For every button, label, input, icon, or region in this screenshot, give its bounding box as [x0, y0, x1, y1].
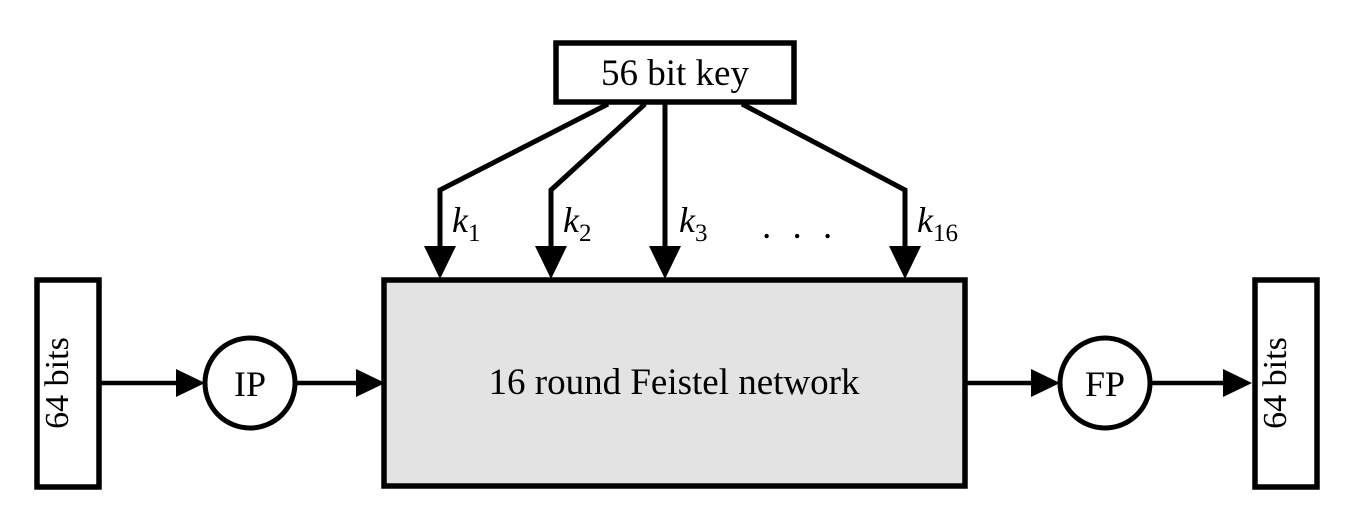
connector-arrowhead-feistel-fp	[1031, 369, 1060, 397]
round-key-label-16: k16	[917, 200, 958, 247]
input-box-group: 64 bits	[34, 277, 102, 490]
round-key-line-2	[548, 102, 647, 258]
connector-arrowhead-ip-feistel	[356, 369, 385, 397]
connector-feistel-to-fp	[965, 369, 1060, 397]
round-key-arrowhead-16	[889, 246, 921, 279]
round-key-base-1: k	[452, 200, 469, 240]
round-key-base-16: k	[917, 200, 934, 240]
round-key-label-1: k1	[452, 200, 480, 247]
round-key-subscript-3: 3	[695, 220, 708, 247]
connector-ip-to-feistel	[295, 369, 385, 397]
round-key-line-1	[437, 101, 610, 258]
round-key-base-2: k	[563, 200, 580, 240]
round-key-lines	[437, 101, 908, 258]
ip-node-group: IP	[202, 335, 298, 431]
round-key-line-16	[740, 101, 908, 258]
key-box-label: 56 bit key	[601, 53, 749, 94]
input-box	[34, 277, 102, 490]
round-key-base-3: k	[679, 200, 696, 240]
round-key-label-3: k3	[679, 200, 707, 247]
fp-node-label: FP	[1085, 364, 1125, 404]
round-key-arrowhead-1	[424, 246, 456, 279]
key-box-group: 56 bit key	[553, 40, 797, 105]
connector-fp-to-output	[1150, 369, 1252, 397]
output-box	[1252, 277, 1320, 490]
feistel-block-group: 16 round Feistel network	[381, 277, 968, 489]
round-key-label-2: k2	[563, 200, 591, 247]
key-box	[553, 40, 797, 105]
round-key-subscript-1: 1	[468, 220, 481, 247]
feistel-block	[381, 277, 968, 489]
round-key-subscript-16: 16	[933, 220, 958, 247]
connector-arrowhead-input-ip	[176, 369, 205, 397]
fp-node-group: FP	[1057, 335, 1153, 431]
round-key-arrowhead-3	[649, 246, 681, 279]
round-key-arrowheads	[424, 246, 921, 279]
round-key-labels: k1 k2 k3 k16 . . .	[452, 200, 958, 247]
output-box-label: 64 bits	[1257, 337, 1294, 429]
connector-arrowhead-fp-output	[1223, 369, 1252, 397]
input-box-label: 64 bits	[39, 337, 76, 429]
output-box-group: 64 bits	[1252, 277, 1320, 490]
feistel-block-label: 16 round Feistel network	[489, 362, 860, 403]
ip-node-label: IP	[234, 364, 266, 404]
round-key-arrowhead-2	[535, 246, 567, 279]
round-key-ellipsis: . . .	[762, 206, 838, 247]
round-key-subscript-2: 2	[579, 220, 592, 247]
connector-input-to-ip	[99, 369, 205, 397]
